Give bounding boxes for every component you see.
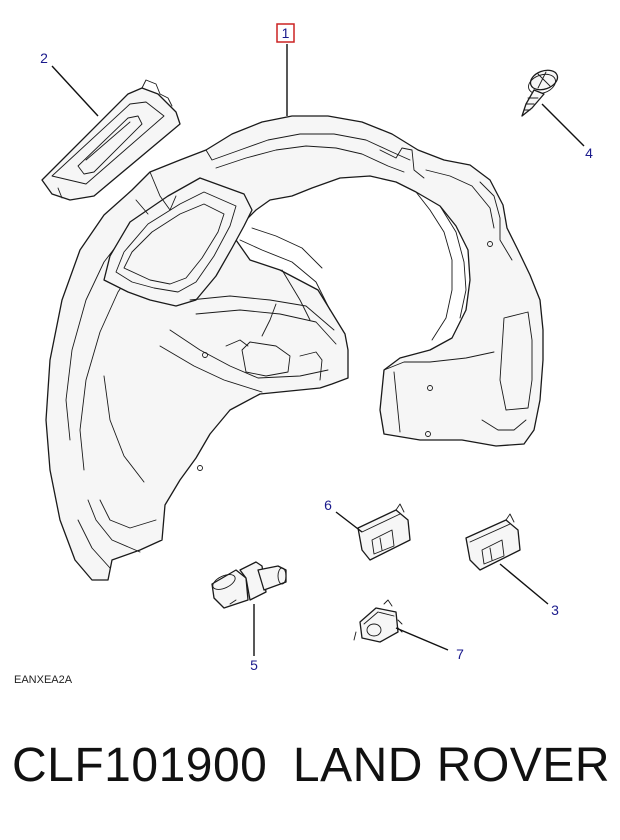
callout-2: 2: [40, 50, 48, 66]
leader-lines: [51, 44, 585, 656]
caption-bar: CLF101900 LAND ROVER: [0, 738, 620, 793]
clip-nut-6: [357, 503, 411, 561]
screw: [521, 69, 559, 117]
callout-4: 4: [585, 145, 593, 161]
callout-1: 1: [276, 23, 295, 43]
callout-6: 6: [324, 497, 332, 513]
callout-3: 3: [551, 602, 559, 618]
callout-7: 7: [456, 646, 464, 662]
square-clip: [353, 599, 403, 643]
access-cover: [41, 79, 181, 201]
wheel-arch-liner: [45, 115, 544, 581]
callout-5: 5: [250, 657, 258, 673]
clip-nut-3: [465, 513, 521, 571]
svg-text:1: 1: [282, 25, 290, 41]
brand-name: LAND ROVER: [292, 739, 610, 792]
push-rivet: [211, 561, 287, 609]
reference-code: EANXEA2A: [14, 674, 73, 686]
parts-diagram: 1 2 3 4 5 6 7 EANXEA2A: [14, 23, 593, 686]
part-number: CLF101900: [12, 739, 268, 792]
